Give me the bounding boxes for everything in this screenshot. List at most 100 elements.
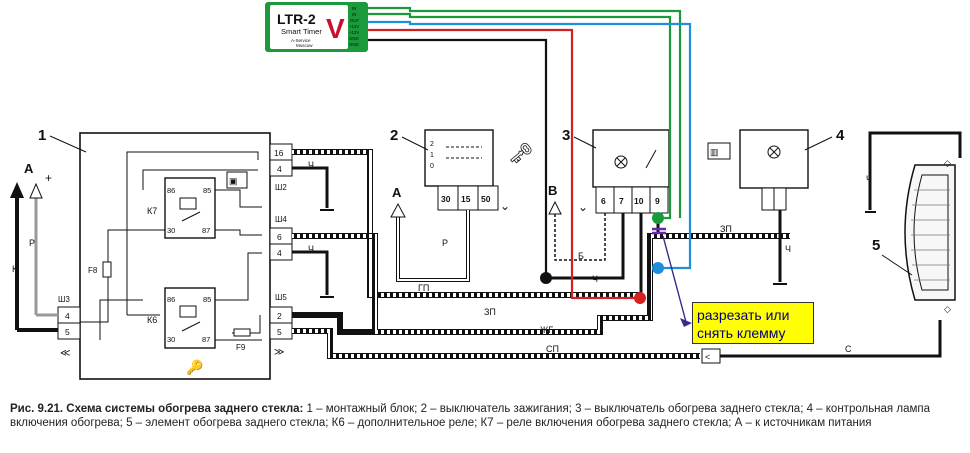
svg-text:GND: GND [349,36,359,41]
relay-k7-label: К7 [147,206,157,216]
svg-text:ЗП: ЗП [720,224,732,234]
connection-dot-red [634,292,646,304]
svg-text:◇: ◇ [944,304,951,314]
svg-text:F9: F9 [236,343,246,352]
svg-text:5: 5 [277,327,282,337]
ltr2-model: LTR-2 [277,11,316,27]
svg-text:Ш3: Ш3 [58,295,70,304]
svg-text:Ч: Ч [592,274,598,284]
svg-text:К: К [12,264,18,274]
mounting-block: 1 [38,127,271,380]
relay-k6-label: К6 [147,315,157,325]
harness-wires [292,131,962,359]
svg-text:85: 85 [203,186,211,195]
svg-text:4: 4 [836,127,845,144]
svg-text:Р: Р [442,238,448,248]
svg-text:5: 5 [872,237,880,254]
svg-text:Ч: Ч [866,174,872,184]
svg-text:A-Service: A-Service [291,38,311,43]
svg-text:А: А [392,185,402,200]
svg-text:30: 30 [167,335,175,344]
key-icon: 🔑 [186,358,204,376]
svg-text:5: 5 [65,327,70,337]
svg-text:Б: Б [578,251,584,261]
svg-text:Ш4: Ш4 [275,215,287,224]
svg-text:1: 1 [430,152,434,159]
svg-text:+12V: +12V [349,30,359,35]
svg-text:F8: F8 [88,266,98,275]
svg-text:+12V: +12V [349,24,359,29]
svg-text:2: 2 [277,311,282,321]
svg-text:2: 2 [390,127,398,144]
svg-text:С: С [845,344,852,354]
svg-text:2: 2 [430,141,434,148]
label-component-1: 1 [38,127,46,144]
harness-labels: ГП ЗП ЖГ СП ЗП С < [418,224,852,364]
block-connector-right: 16 4 Ш2 Ш4 6 4 Ш5 2 5 ≫ [269,143,293,358]
svg-text:10: 10 [634,196,644,206]
svg-text:ЖГ: ЖГ [540,325,553,335]
svg-text:15: 15 [461,194,471,204]
heater-switch-wiring [548,200,660,298]
svg-text:86: 86 [167,295,175,304]
power-source-arrows: А + Р К [10,161,58,332]
svg-text:6: 6 [601,196,606,206]
callout-line-2: снять клемму [697,325,786,341]
svg-text:16: 16 [274,148,284,158]
svg-text:IN: IN [352,12,356,17]
wiring-diagram: 1 К7 86 85 30 87 ▣ К6 86 85 30 87 🔑 [10,2,962,380]
svg-text:Ч: Ч [308,244,314,254]
svg-text:6: 6 [277,232,282,242]
fuse-f9 [233,328,251,337]
svg-text:А: А [24,161,34,176]
svg-text:▣: ▣ [229,176,238,186]
svg-text:+: + [45,171,52,185]
svg-text:≪: ≪ [60,348,70,359]
cut-marker [652,227,692,327]
svg-text:▥: ▥ [710,147,719,157]
ltr2-device: LTR-2 Smart Timer A-Service Moscow V IN … [265,2,368,52]
svg-text:OUT: OUT [350,18,359,23]
connection-dot-black [540,272,552,284]
svg-text:4: 4 [277,164,282,174]
cut-wire-callout: разрезать или снять клемму [692,302,814,344]
svg-text:Ч: Ч [785,244,791,254]
heater-switch: 3 6 7 10 9 ⌄ [562,127,670,214]
fuse-f8 [102,261,112,278]
svg-text:4: 4 [277,248,282,258]
svg-text:0: 0 [430,163,434,170]
svg-text:86: 86 [167,186,175,195]
connection-dot-green [652,212,664,224]
svg-text:50: 50 [481,194,491,204]
callout-line-1: разрезать или [697,307,790,323]
svg-text:⌄: ⌄ [500,199,510,213]
svg-text:87: 87 [202,335,210,344]
retrofit-wires [368,6,692,300]
svg-text:87: 87 [202,226,210,235]
svg-text:ЗП: ЗП [484,307,496,317]
svg-text:Ш2: Ш2 [275,183,287,192]
svg-text:7: 7 [619,196,624,206]
relay-k6: К6 86 85 30 87 🔑 [147,287,216,376]
svg-text:В: В [548,183,557,198]
block-connector-sh3: Ш3 4 5 ≪ [57,295,81,359]
indicator-lamp: 4 ▥ [707,127,845,285]
svg-text:9: 9 [655,196,660,206]
svg-text:3: 3 [562,127,570,144]
rear-window-heater: 5 ◇ ◇ Ч [865,158,956,314]
svg-text:Moscow: Moscow [296,43,313,48]
svg-text:4: 4 [65,311,70,321]
connection-dot-blue [652,262,664,274]
svg-text:IN: IN [352,6,356,11]
svg-text:Р: Р [29,238,35,248]
svg-text:ГП: ГП [418,283,429,293]
svg-text:Ч: Ч [308,160,314,170]
svg-text:85: 85 [203,295,211,304]
svg-text:<: < [705,352,710,362]
ignition-wiring [390,202,470,282]
ground-wires-block [292,166,334,298]
svg-text:СП: СП [546,344,559,354]
ltr2-subtitle: Smart Timer [281,27,322,36]
svg-text:30: 30 [441,194,451,204]
svg-text:⌄: ⌄ [578,200,588,214]
